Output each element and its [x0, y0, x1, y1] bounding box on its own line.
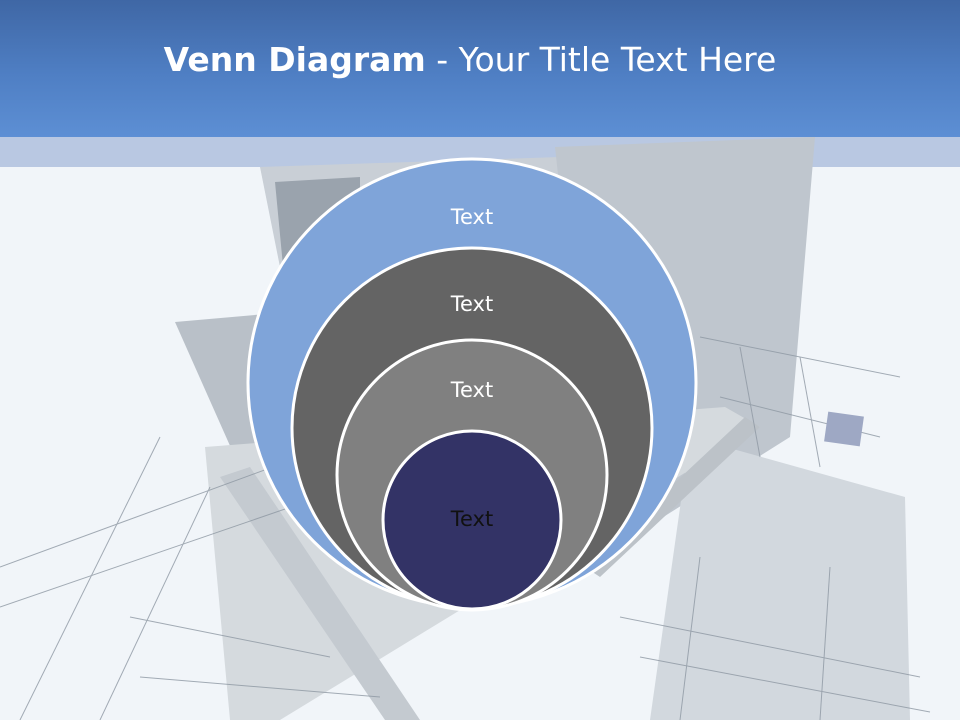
title-bar — [0, 0, 960, 137]
ring-inner-label: Text — [450, 507, 493, 531]
ring-inner[interactable] — [381, 429, 563, 611]
title-bold-part: Venn Diagram — [163, 40, 426, 79]
slide-title[interactable]: Venn Diagram - Your Title Text Here — [0, 40, 940, 79]
ring-outer-label: Text — [450, 205, 493, 229]
ring-third-label: Text — [450, 378, 493, 402]
title-rest-part: - Your Title Text Here — [425, 40, 777, 79]
ring-second-label: Text — [450, 292, 493, 316]
